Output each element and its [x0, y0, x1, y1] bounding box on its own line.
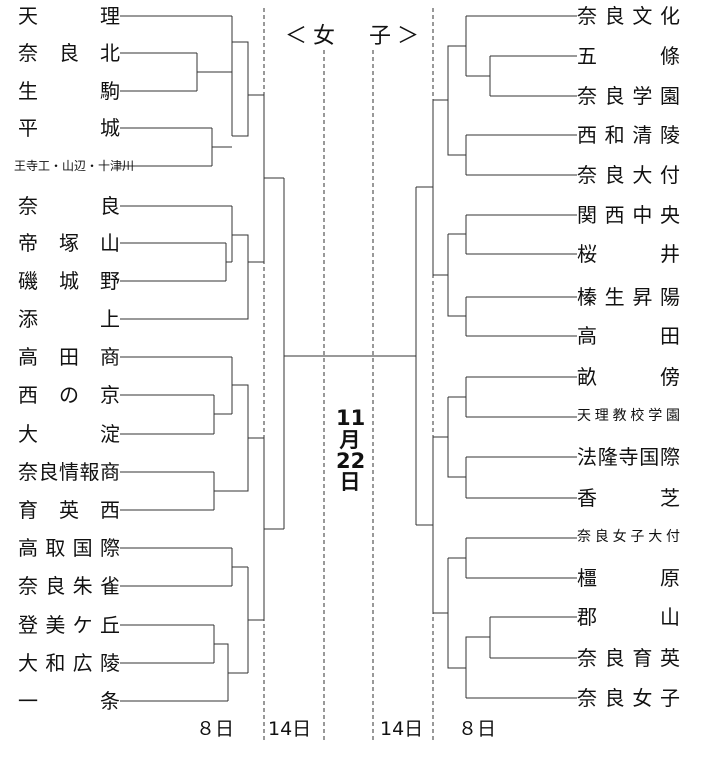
left-team-2: 奈良北	[18, 41, 120, 65]
left-team-4: 平城	[18, 116, 120, 140]
right-connector-o	[373, 187, 417, 525]
right-connector-h	[448, 377, 467, 417]
left-team-6: 奈良	[18, 194, 120, 218]
round-date-left-first: ８日	[196, 718, 235, 740]
final-date-month-char: 月	[339, 428, 361, 452]
right-team-11: 天理教校学園	[577, 408, 680, 424]
left-team-19: 一条	[18, 689, 120, 713]
right-team-6: 関西中央	[577, 203, 680, 227]
right-connector-n	[416, 437, 434, 613]
left-connector-j	[213, 395, 232, 434]
right-team-3: 奈良学園	[577, 84, 680, 108]
final-date-month-number: 11	[336, 406, 366, 430]
left-connector-b	[211, 16, 233, 166]
right-connector-k	[448, 538, 467, 578]
left-team-10: 高田商	[18, 345, 120, 369]
right-connector-e	[447, 234, 467, 336]
round-date-right-second: 14日	[380, 718, 424, 740]
left-connector-o	[231, 548, 248, 586]
left-connector-s	[263, 438, 284, 620]
right-connector-d	[448, 215, 467, 254]
left-connector-h	[248, 95, 265, 263]
left-team-5: 王寺工・山辺・十津川	[14, 159, 135, 173]
right-team-12: 法隆寺国際	[577, 445, 680, 469]
left-connector-l	[213, 472, 232, 510]
right-connector-b	[447, 45, 467, 175]
round-date-left-second: 14日	[268, 718, 312, 740]
left-connector-f	[226, 206, 233, 263]
left-team-17: 登美ケ丘	[18, 613, 120, 637]
left-team-7: 帝塚山	[18, 231, 120, 255]
left-team-11: 西の京	[18, 383, 120, 407]
right-team-8: 榛生昇陽	[577, 285, 680, 309]
left-connector-e	[225, 206, 233, 281]
right-team-10: 畝傍	[577, 365, 680, 389]
right-connector-i	[447, 397, 467, 498]
left-team-12: 大淀	[18, 422, 120, 446]
left-connector-c	[232, 41, 249, 137]
left-team-1: 天理	[18, 4, 120, 28]
left-team-16: 奈良朱雀	[18, 574, 120, 598]
right-team-5: 奈良大付	[577, 163, 680, 187]
left-team-15: 高取国際	[18, 536, 120, 560]
right-team-4: 西和清陵	[577, 123, 680, 147]
right-connector-a	[465, 16, 491, 96]
right-team-17: 奈良育英	[577, 646, 680, 670]
right-team-14: 奈良女子大付	[577, 529, 680, 545]
left-connector-g	[226, 234, 249, 320]
right-team-9: 高田	[577, 324, 680, 348]
left-team-9: 添上	[18, 307, 120, 331]
right-team-18: 奈良女子	[577, 686, 680, 710]
left-team-18: 大和広陵	[18, 651, 120, 675]
final-date-day-number: 22	[336, 449, 366, 473]
right-team-2: 五條	[577, 44, 680, 68]
right-team-15: 橿原	[577, 566, 680, 590]
left-team-3: 生駒	[18, 79, 120, 103]
left-connector-p	[213, 625, 229, 701]
right-team-13: 香芝	[577, 486, 680, 510]
final-date-day-char: 日	[339, 470, 361, 494]
right-connector-g	[416, 100, 434, 275]
right-connector-l	[447, 558, 491, 698]
right-team-7: 桜井	[577, 242, 680, 266]
right-team-16: 郡山	[577, 605, 680, 629]
left-connector-a	[196, 53, 232, 91]
left-connector-q	[228, 567, 249, 674]
left-team-13: 奈良情報商	[18, 460, 120, 484]
left-team-8: 磯城野	[18, 269, 120, 293]
left-connector-m	[232, 384, 249, 492]
right-team-1: 奈良文化	[577, 4, 680, 28]
bracket-title: ＜女 子＞	[285, 24, 426, 49]
left-team-14: 育英西	[18, 498, 120, 522]
round-date-right-first: ８日	[458, 718, 497, 740]
